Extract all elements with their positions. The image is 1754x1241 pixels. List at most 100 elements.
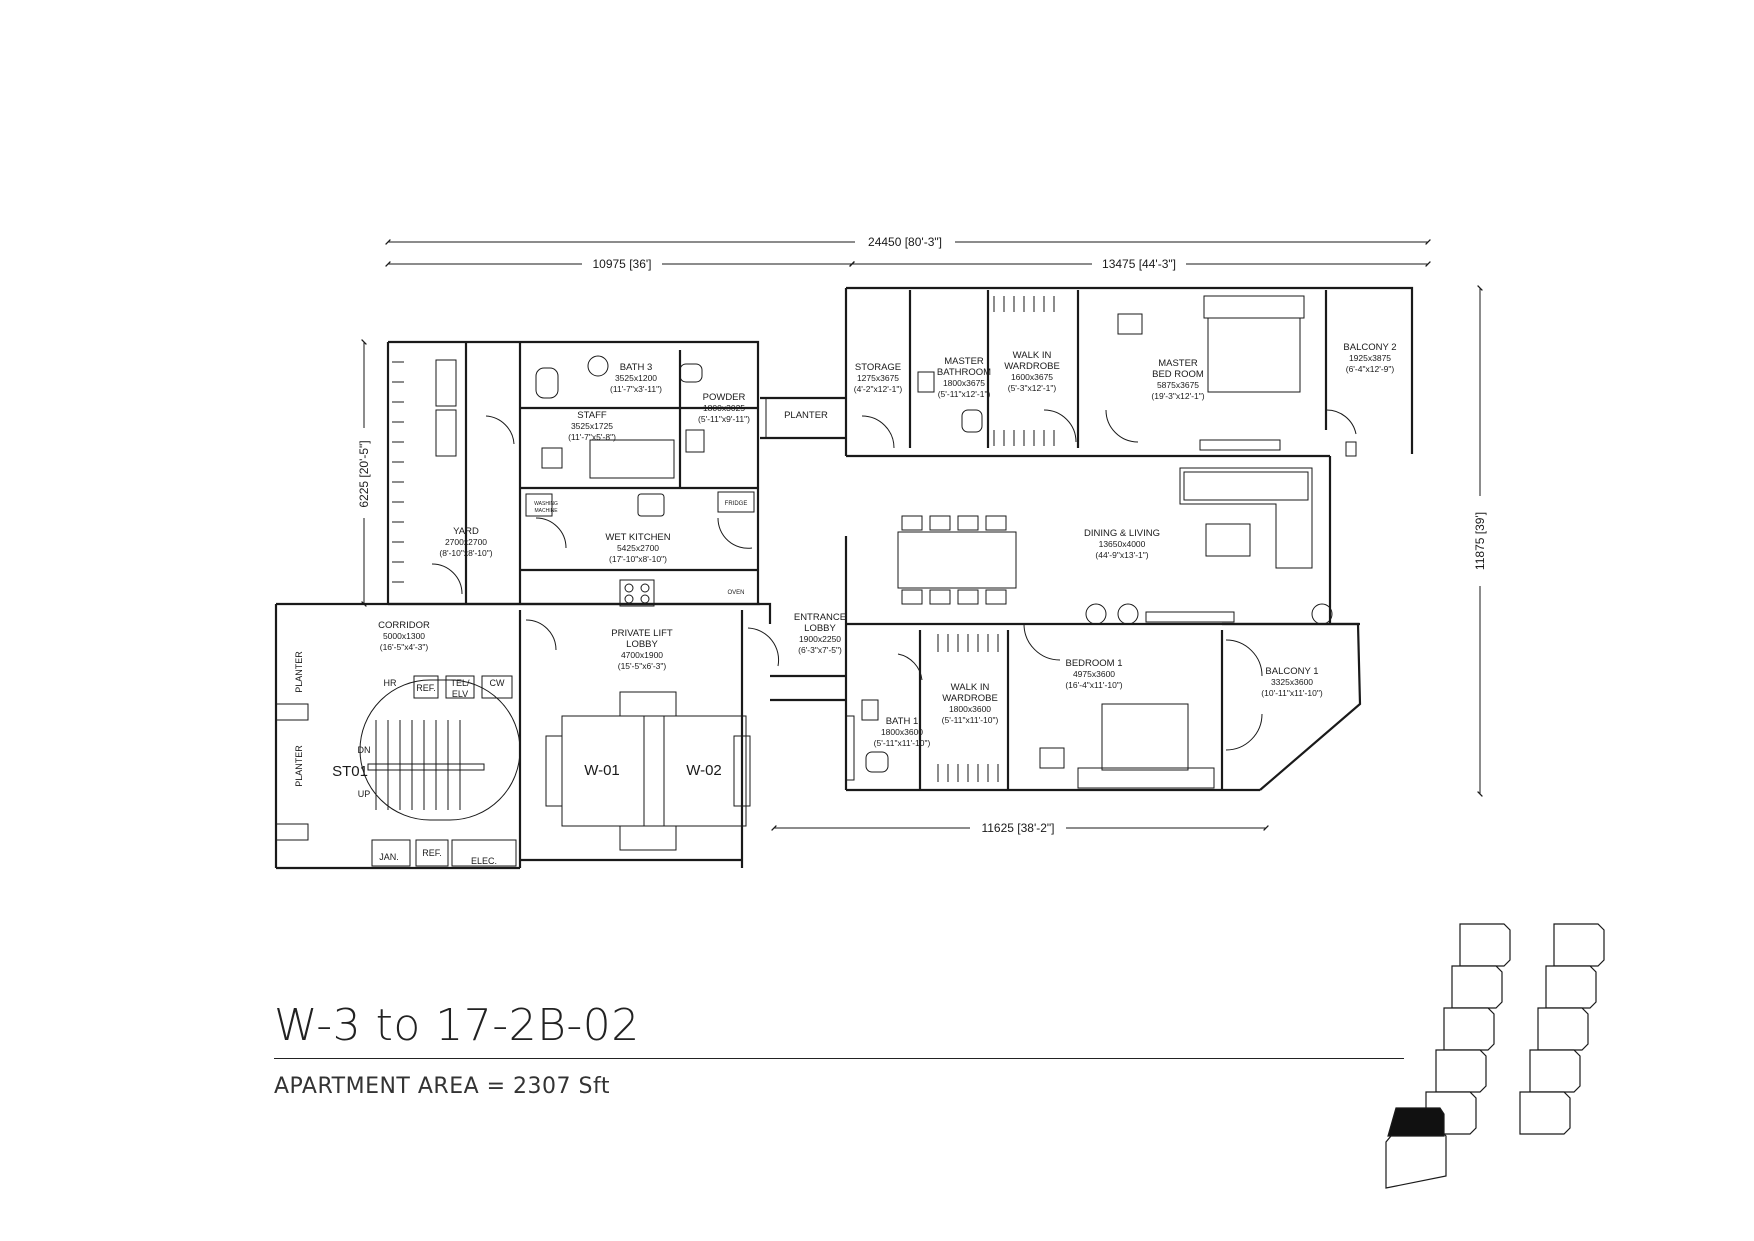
cw-label: CW <box>490 678 505 688</box>
planter-side-label-2: PLANTER <box>294 745 304 787</box>
room-entrance-lobby: ENTRANCE LOBBY 1900x2250 (6'-3"x7'-5") <box>794 612 846 655</box>
svg-text:MASTER: MASTER <box>944 356 984 367</box>
svg-text:(6'-4"x12'-9"): (6'-4"x12'-9") <box>1346 364 1395 374</box>
svg-text:3525x1725: 3525x1725 <box>571 421 613 431</box>
fixtures <box>275 295 1357 867</box>
room-walk-in-wardrobe-1: WALK IN WARDROBE 1800x3600 (5'-11"x11'-1… <box>942 682 999 725</box>
key-plan-tower-left <box>1385 923 1511 1189</box>
svg-text:(15'-5"x6'-3"): (15'-5"x6'-3") <box>618 661 667 671</box>
svg-text:BATHROOM: BATHROOM <box>937 367 991 378</box>
ref-bottom-label: REF. <box>422 848 442 858</box>
svg-text:BALCONY 2: BALCONY 2 <box>1343 342 1396 353</box>
title-divider <box>274 1058 1404 1059</box>
jan-label: JAN. <box>379 852 399 862</box>
lift-w02-label: W-02 <box>686 762 722 779</box>
svg-text:(6'-3"x7'-5"): (6'-3"x7'-5") <box>798 645 842 655</box>
svg-text:YARD: YARD <box>453 526 479 537</box>
stair-label: ST01 <box>332 763 368 780</box>
svg-text:STAFF: STAFF <box>577 410 607 421</box>
walls <box>274 286 1414 870</box>
ref-top-label: REF. <box>416 683 436 693</box>
svg-text:(8'-10"x8'-10"): (8'-10"x8'-10") <box>439 548 492 558</box>
dimension-labels: 24450 [80'-3"] 10975 [36'] 13475 [44'-3"… <box>357 234 1487 835</box>
svg-text:(4'-2"x12'-1"): (4'-2"x12'-1") <box>854 384 903 394</box>
svg-text:LOBBY: LOBBY <box>804 623 836 634</box>
svg-text:WARDROBE: WARDROBE <box>1004 361 1060 372</box>
svg-text:1800x3675: 1800x3675 <box>943 378 985 388</box>
key-plan-highlighted-unit <box>1387 1107 1445 1137</box>
svg-text:ENTRANCE: ENTRANCE <box>794 612 846 623</box>
svg-text:(11'-7"x5'-8"): (11'-7"x5'-8") <box>568 432 616 442</box>
svg-text:BATH 3: BATH 3 <box>620 362 653 373</box>
room-dining-living: DINING & LIVING 13650x4000 (44'-9"x13'-1… <box>1084 528 1160 560</box>
svg-text:POWDER: POWDER <box>703 392 746 403</box>
svg-text:5875x3675: 5875x3675 <box>1157 380 1199 390</box>
svg-text:(44'-9"x13'-1"): (44'-9"x13'-1") <box>1095 550 1148 560</box>
dim-total-width: 24450 [80'-3"] <box>868 235 942 249</box>
svg-text:1800x3025: 1800x3025 <box>703 403 745 413</box>
svg-text:5000x1300: 5000x1300 <box>383 631 425 641</box>
yard-louvers <box>392 359 457 583</box>
planter-side-label-1: PLANTER <box>294 651 304 693</box>
room-balcony-1: BALCONY 1 3325x3600 (10'-11"x11'-10") <box>1261 666 1323 698</box>
room-private-lift-lobby: PRIVATE LIFT LOBBY 4700x1900 (15'-5"x6'-… <box>611 628 673 671</box>
room-master-bed-room: MASTER BED ROOM 5875x3675 (19'-3"x12'-1"… <box>1151 358 1204 401</box>
apartment-area: APARTMENT AREA = 2307 Sft <box>274 1074 610 1099</box>
svg-text:1800x3600: 1800x3600 <box>881 727 923 737</box>
svg-text:(17'-10"x8'-10"): (17'-10"x8'-10") <box>609 554 667 564</box>
room-bath-1: BATH 1 1800x3600 (5'-11"x11'-10") <box>874 716 931 748</box>
svg-text:13650x4000: 13650x4000 <box>1099 539 1146 549</box>
svg-text:1275x3675: 1275x3675 <box>857 373 899 383</box>
stair-dn-label: DN <box>358 745 371 755</box>
room-labels: BATH 3 3525x1200 (11'-7"x3'-11") STAFF 3… <box>294 342 1397 866</box>
svg-text:MASTER: MASTER <box>1158 358 1198 369</box>
washing-label: WASHING <box>534 501 558 507</box>
svg-text:1600x3675: 1600x3675 <box>1011 372 1053 382</box>
svg-text:LOBBY: LOBBY <box>626 639 658 650</box>
svg-text:STORAGE: STORAGE <box>855 362 901 373</box>
room-storage: STORAGE 1275x3675 (4'-2"x12'-1") <box>854 362 903 394</box>
stair-up-label: UP <box>358 789 371 799</box>
machine-label: MACHINE <box>534 508 558 514</box>
dim-left-width: 10975 [36'] <box>592 257 651 271</box>
lift-w01-label: W-01 <box>584 762 620 779</box>
key-plan <box>1385 923 1605 1189</box>
unit-title: W-3 to 17-2B-02 <box>274 1000 640 1051</box>
svg-text:3325x3600: 3325x3600 <box>1271 677 1313 687</box>
svg-text:(5'-11"x11'-10"): (5'-11"x11'-10") <box>942 715 999 725</box>
svg-text:(5'-11"x9'-11"): (5'-11"x9'-11") <box>698 414 750 424</box>
room-master-walk-in-wardrobe: WALK IN WARDROBE 1600x3675 (5'-3"x12'-1"… <box>1004 350 1060 393</box>
svg-text:(19'-3"x12'-1"): (19'-3"x12'-1") <box>1151 391 1204 401</box>
svg-text:1800x3600: 1800x3600 <box>949 704 991 714</box>
elv-label: ELV <box>452 689 468 699</box>
dim-bottom-width: 11625 [38'-2"] <box>981 821 1054 835</box>
svg-text:WALK IN: WALK IN <box>951 682 990 693</box>
svg-text:2700x2700: 2700x2700 <box>445 537 487 547</box>
hr-label: HR <box>384 678 397 688</box>
dim-right-height: 11875 [39'] <box>1473 512 1487 570</box>
planter-top-label: PLANTER <box>784 410 828 421</box>
dim-left-height: 6225 [20'-5"] <box>357 440 371 507</box>
room-yard: YARD 2700x2700 (8'-10"x8'-10") <box>439 526 492 558</box>
svg-text:(16'-4"x11'-10"): (16'-4"x11'-10") <box>1065 680 1122 690</box>
svg-text:3525x1200: 3525x1200 <box>615 373 657 383</box>
svg-text:(5'-3"x12'-1"): (5'-3"x12'-1") <box>1008 383 1057 393</box>
svg-text:(5'-11"x11'-10"): (5'-11"x11'-10") <box>874 738 931 748</box>
elec-label: ELEC. <box>471 856 497 866</box>
svg-text:(5'-11"x12'-1"): (5'-11"x12'-1") <box>938 389 991 399</box>
room-master-bathroom: MASTER BATHROOM 1800x3675 (5'-11"x12'-1"… <box>937 356 991 399</box>
svg-text:(16'-5"x4'-3"): (16'-5"x4'-3") <box>380 642 429 652</box>
svg-text:BEDROOM 1: BEDROOM 1 <box>1065 658 1122 669</box>
svg-text:WARDROBE: WARDROBE <box>942 693 998 704</box>
svg-text:5425x2700: 5425x2700 <box>617 543 659 553</box>
svg-text:PRIVATE LIFT: PRIVATE LIFT <box>611 628 673 639</box>
fridge-label: FRIDGE <box>725 501 748 507</box>
svg-text:BATH 1: BATH 1 <box>886 716 919 727</box>
key-plan-tower-right <box>1519 923 1605 1135</box>
svg-text:CORRIDOR: CORRIDOR <box>378 620 430 631</box>
room-staff: STAFF 3525x1725 (11'-7"x5'-8") <box>568 410 616 442</box>
room-powder: POWDER 1800x3025 (5'-11"x9'-11") <box>698 392 750 424</box>
room-corridor: CORRIDOR 5000x1300 (16'-5"x4'-3") <box>378 620 430 652</box>
svg-text:DINING & LIVING: DINING & LIVING <box>1084 528 1160 539</box>
